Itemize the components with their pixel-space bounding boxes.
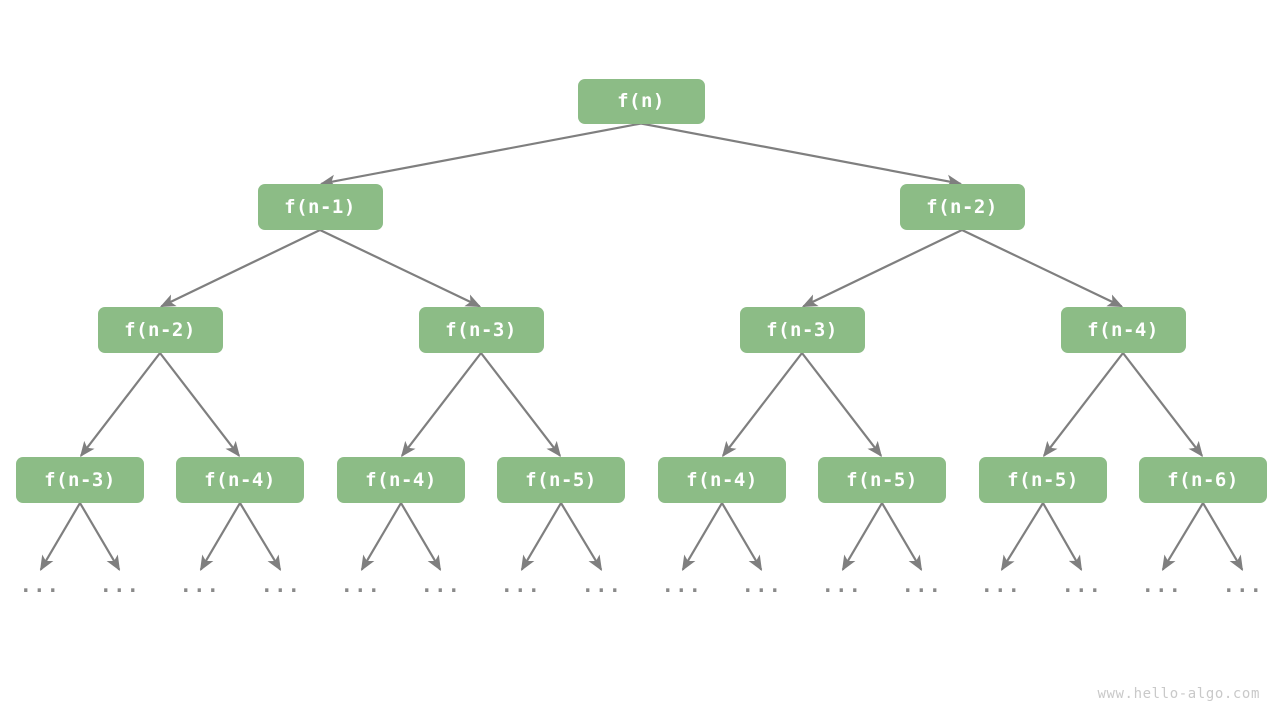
tree-node: f(n-5) [497, 457, 625, 503]
tree-edge [400, 352, 482, 458]
ellipsis-marker: ... [99, 573, 141, 597]
tree-edge [1202, 502, 1244, 572]
tree-edge [560, 502, 603, 572]
ellipsis-marker: ... [1061, 573, 1103, 597]
tree-node: f(n) [577, 78, 705, 124]
tree-edge [39, 502, 81, 572]
ellipsis-marker: ... [661, 573, 703, 597]
tree-edge [199, 502, 241, 572]
ellipsis-marker: ... [581, 573, 623, 597]
tree-node: f(n-1) [257, 184, 383, 230]
ellipsis-marker: ... [821, 573, 863, 597]
ellipsis-marker: ... [901, 573, 943, 597]
watermark: www.hello-algo.com [1097, 686, 1260, 702]
tree-edge [1161, 502, 1204, 572]
tree-edge [79, 352, 161, 458]
tree-edge [159, 352, 241, 458]
tree-edge [79, 502, 121, 572]
tree-node: f(n-2) [899, 184, 1025, 230]
tree-node: f(n-4) [176, 457, 304, 503]
tree-edge [360, 502, 402, 572]
tree-node: f(n-4) [1060, 307, 1186, 353]
tree-edge [801, 229, 963, 308]
tree-edge [520, 502, 562, 572]
ellipsis-marker: ... [500, 573, 542, 597]
tree-node: f(n-2) [97, 307, 223, 353]
tree-edge [841, 502, 883, 572]
ellipsis-marker: ... [340, 573, 382, 597]
tree-edge [721, 352, 803, 458]
tree-node: f(n-3) [739, 307, 865, 353]
tree-node: f(n-4) [658, 457, 786, 503]
tree-node: f(n-4) [337, 457, 465, 503]
tree-node: f(n-3) [418, 307, 544, 353]
tree-node: f(n-5) [818, 457, 946, 503]
ellipsis-marker: ... [980, 573, 1022, 597]
tree-edge [400, 502, 442, 572]
tree-edge [640, 122, 963, 188]
ellipsis-marker: ... [1222, 573, 1264, 597]
tree-edge [480, 352, 562, 458]
tree-node: f(n-6) [1139, 457, 1267, 503]
ellipsis-marker: ... [420, 573, 462, 597]
tree-edge [1000, 502, 1044, 572]
tree-edge [1042, 502, 1083, 572]
tree-edge [881, 502, 923, 572]
ellipsis-marker: ... [179, 573, 221, 597]
tree-edge [1122, 352, 1204, 458]
tree-edge [721, 502, 763, 572]
ellipsis-marker: ... [19, 573, 61, 597]
ellipsis-marker: ... [1141, 573, 1183, 597]
tree-node: f(n-5) [979, 457, 1107, 503]
tree-node: f(n-3) [16, 457, 144, 503]
tree-edge [801, 352, 883, 458]
tree-edge [1042, 352, 1124, 458]
ellipsis-marker: ... [260, 573, 302, 597]
tree-edge [239, 502, 282, 572]
tree-edge [319, 229, 482, 308]
tree-edge [961, 229, 1124, 308]
tree-edge [681, 502, 723, 572]
tree-edge [319, 122, 642, 188]
ellipsis-marker: ... [741, 573, 783, 597]
tree-edge [159, 229, 321, 308]
